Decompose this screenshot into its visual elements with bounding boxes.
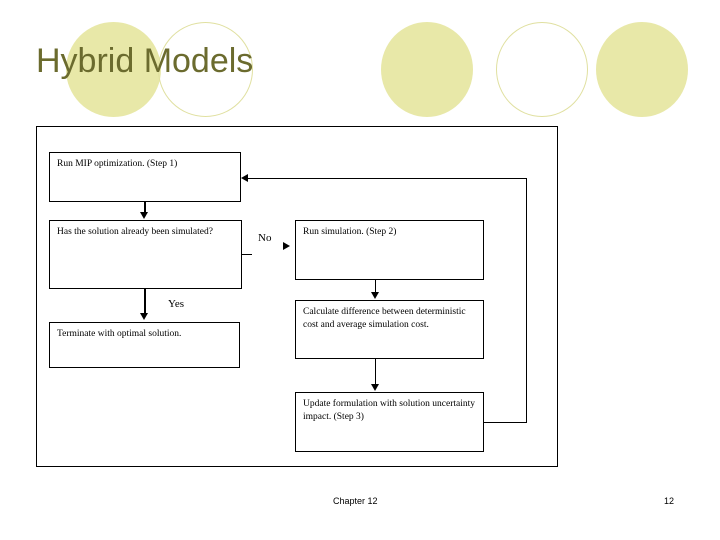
footer-page-number: 12: [664, 496, 675, 506]
connector-mip-to-decision: [144, 202, 146, 215]
flow-node-run-simulation[interactable]: Run simulation. (Step 2): [295, 220, 484, 280]
arrowhead-simulation-to-calculate: [371, 292, 379, 299]
flow-node-update-formulation[interactable]: Update formulation with solution uncerta…: [295, 392, 484, 452]
decor-circle-2: [158, 22, 253, 117]
connector-decision-to-terminate: [144, 289, 146, 316]
diagram-frame: [36, 126, 558, 467]
flow-node-terminate[interactable]: Terminate with optimal solution.: [49, 322, 240, 368]
decor-circle-4: [496, 22, 588, 117]
arrowhead-feedback-to-mip: [241, 174, 248, 182]
edge-label-yes: Yes: [168, 298, 185, 310]
footer-chapter-label: Chapter 12: [333, 496, 378, 506]
flow-node-calculate-difference[interactable]: Calculate difference between determinist…: [295, 300, 484, 359]
arrowhead-calculate-to-update: [371, 384, 379, 391]
connector-simulation-to-calculate: [375, 280, 376, 294]
connector-calculate-to-update: [375, 359, 376, 385]
arrowhead-decision-to-terminate: [140, 313, 148, 320]
decor-circle-3: [381, 22, 473, 117]
decor-circle-5: [596, 22, 688, 117]
feedback-line-vertical: [526, 178, 527, 423]
feedback-line-right: [484, 422, 527, 423]
feedback-line-top: [248, 178, 527, 179]
edge-label-no: No: [258, 232, 272, 244]
page-title: Hybrid Models: [36, 42, 254, 80]
flow-node-decision[interactable]: Has the solution already been simulated?: [49, 220, 242, 289]
arrowhead-decision-to-simulation: [283, 242, 290, 250]
connector-decision-stub-right: [242, 254, 252, 255]
flow-node-run-mip[interactable]: Run MIP optimization. (Step 1): [49, 152, 241, 202]
arrowhead-mip-to-decision: [140, 212, 148, 219]
decor-circle-1: [66, 22, 161, 117]
